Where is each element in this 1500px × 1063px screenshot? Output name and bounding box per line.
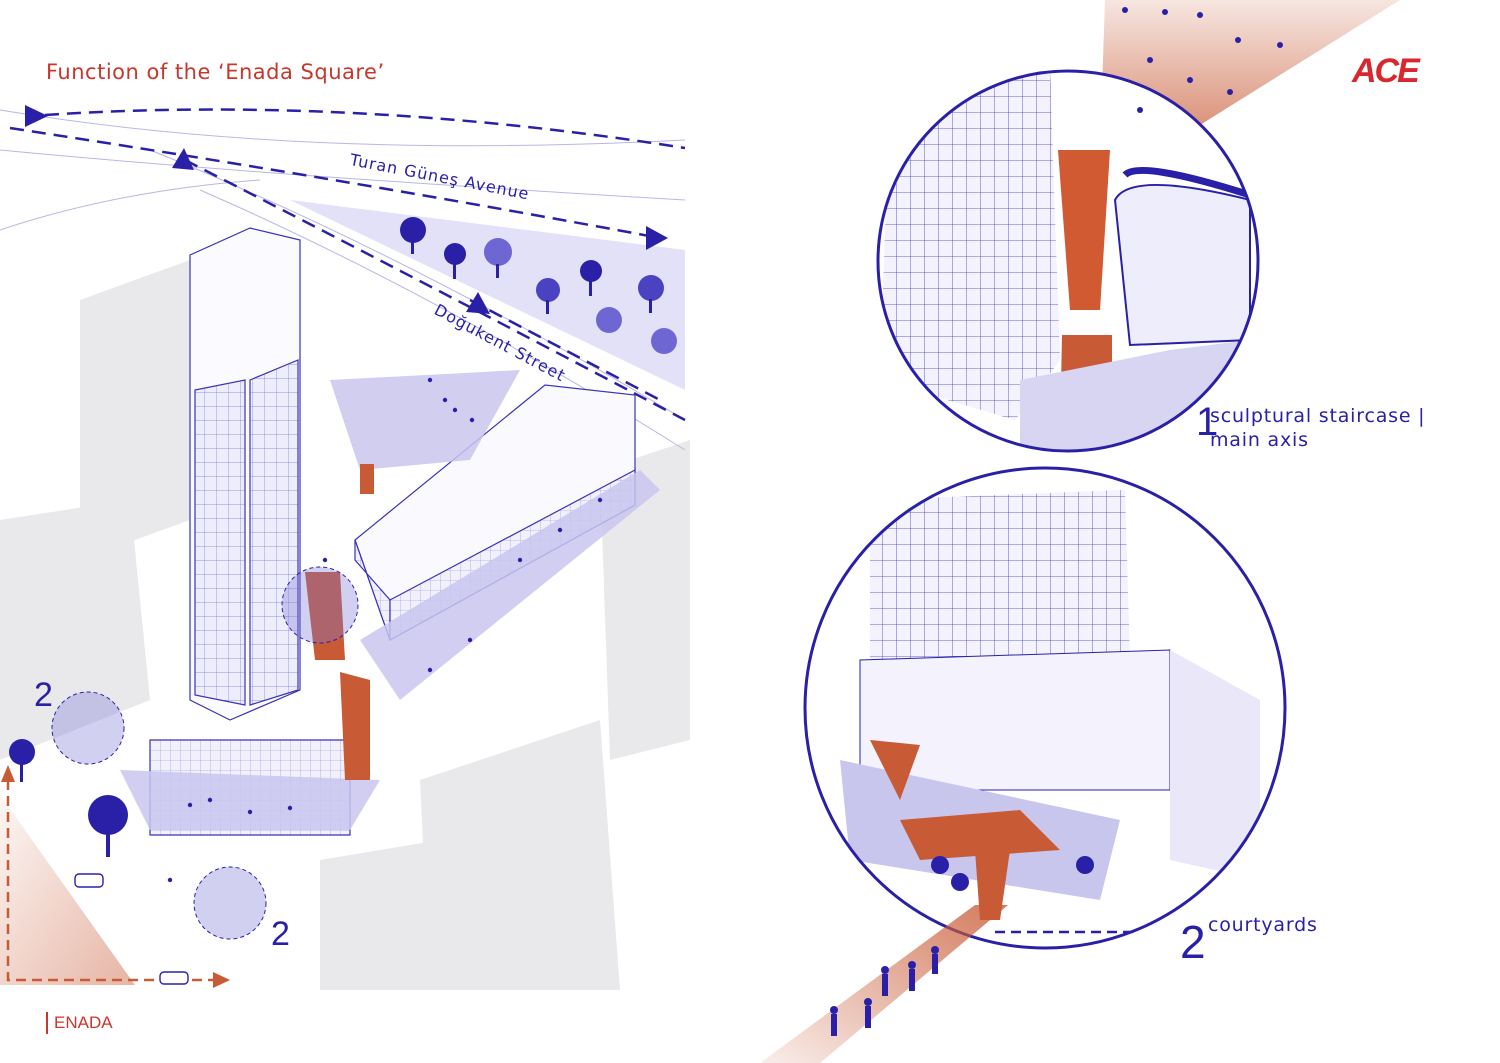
courtyard-marker-bottom: 2 — [271, 915, 290, 954]
detail-1-caption-line1: sculptural staircase | — [1210, 405, 1425, 427]
footer-divider — [46, 1012, 48, 1034]
courtyard-marker-left: 2 — [34, 676, 53, 715]
ace-logo: ACE — [1352, 52, 1418, 91]
page-title: Function of the ‘Enada Square’ — [46, 60, 385, 84]
detail-2-number: 2 — [1180, 915, 1206, 969]
detail-1-caption-line2: main axis — [1210, 429, 1309, 451]
footer-label: ENADA — [54, 1013, 113, 1033]
detail-circle-courtyards — [800, 460, 1300, 960]
detail-2-caption: courtyards — [1208, 914, 1318, 936]
